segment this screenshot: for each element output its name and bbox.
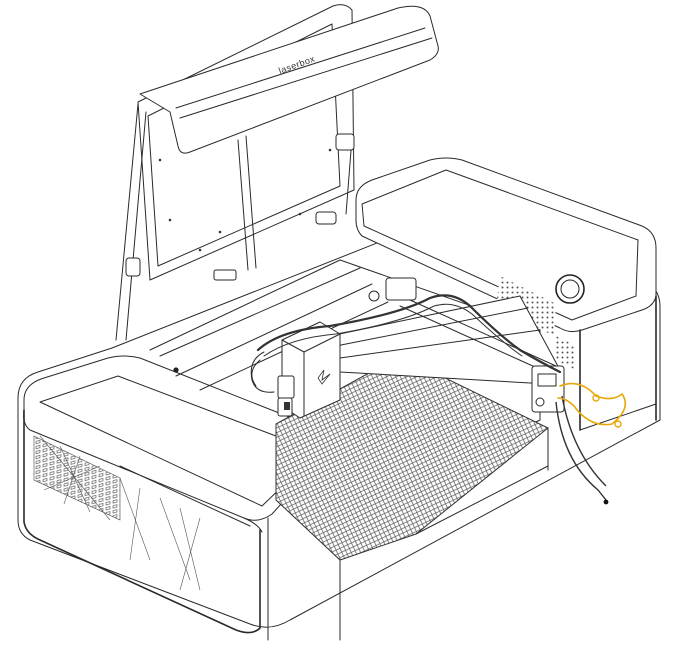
dark-cable-top [256, 294, 562, 374]
machine-body [17, 157, 661, 641]
lid-handle [139, 5, 439, 154]
laser-head-logo-icon [317, 369, 331, 385]
laser-head [250, 321, 341, 419]
cables [256, 294, 627, 505]
open-lid: laserbox [115, 4, 439, 341]
left-hinge [125, 257, 141, 277]
cable-end-plug [603, 499, 609, 505]
front-vent-grille [33, 435, 121, 521]
power-button-icon [555, 274, 585, 304]
right-hinge [315, 211, 337, 225]
mount-hole [173, 367, 179, 373]
right-hinge-top [335, 133, 355, 151]
yellow-air-tube [557, 382, 627, 426]
right-vent [496, 276, 556, 336]
middle-hinge [213, 269, 237, 281]
dark-cable-hanging [555, 401, 607, 501]
